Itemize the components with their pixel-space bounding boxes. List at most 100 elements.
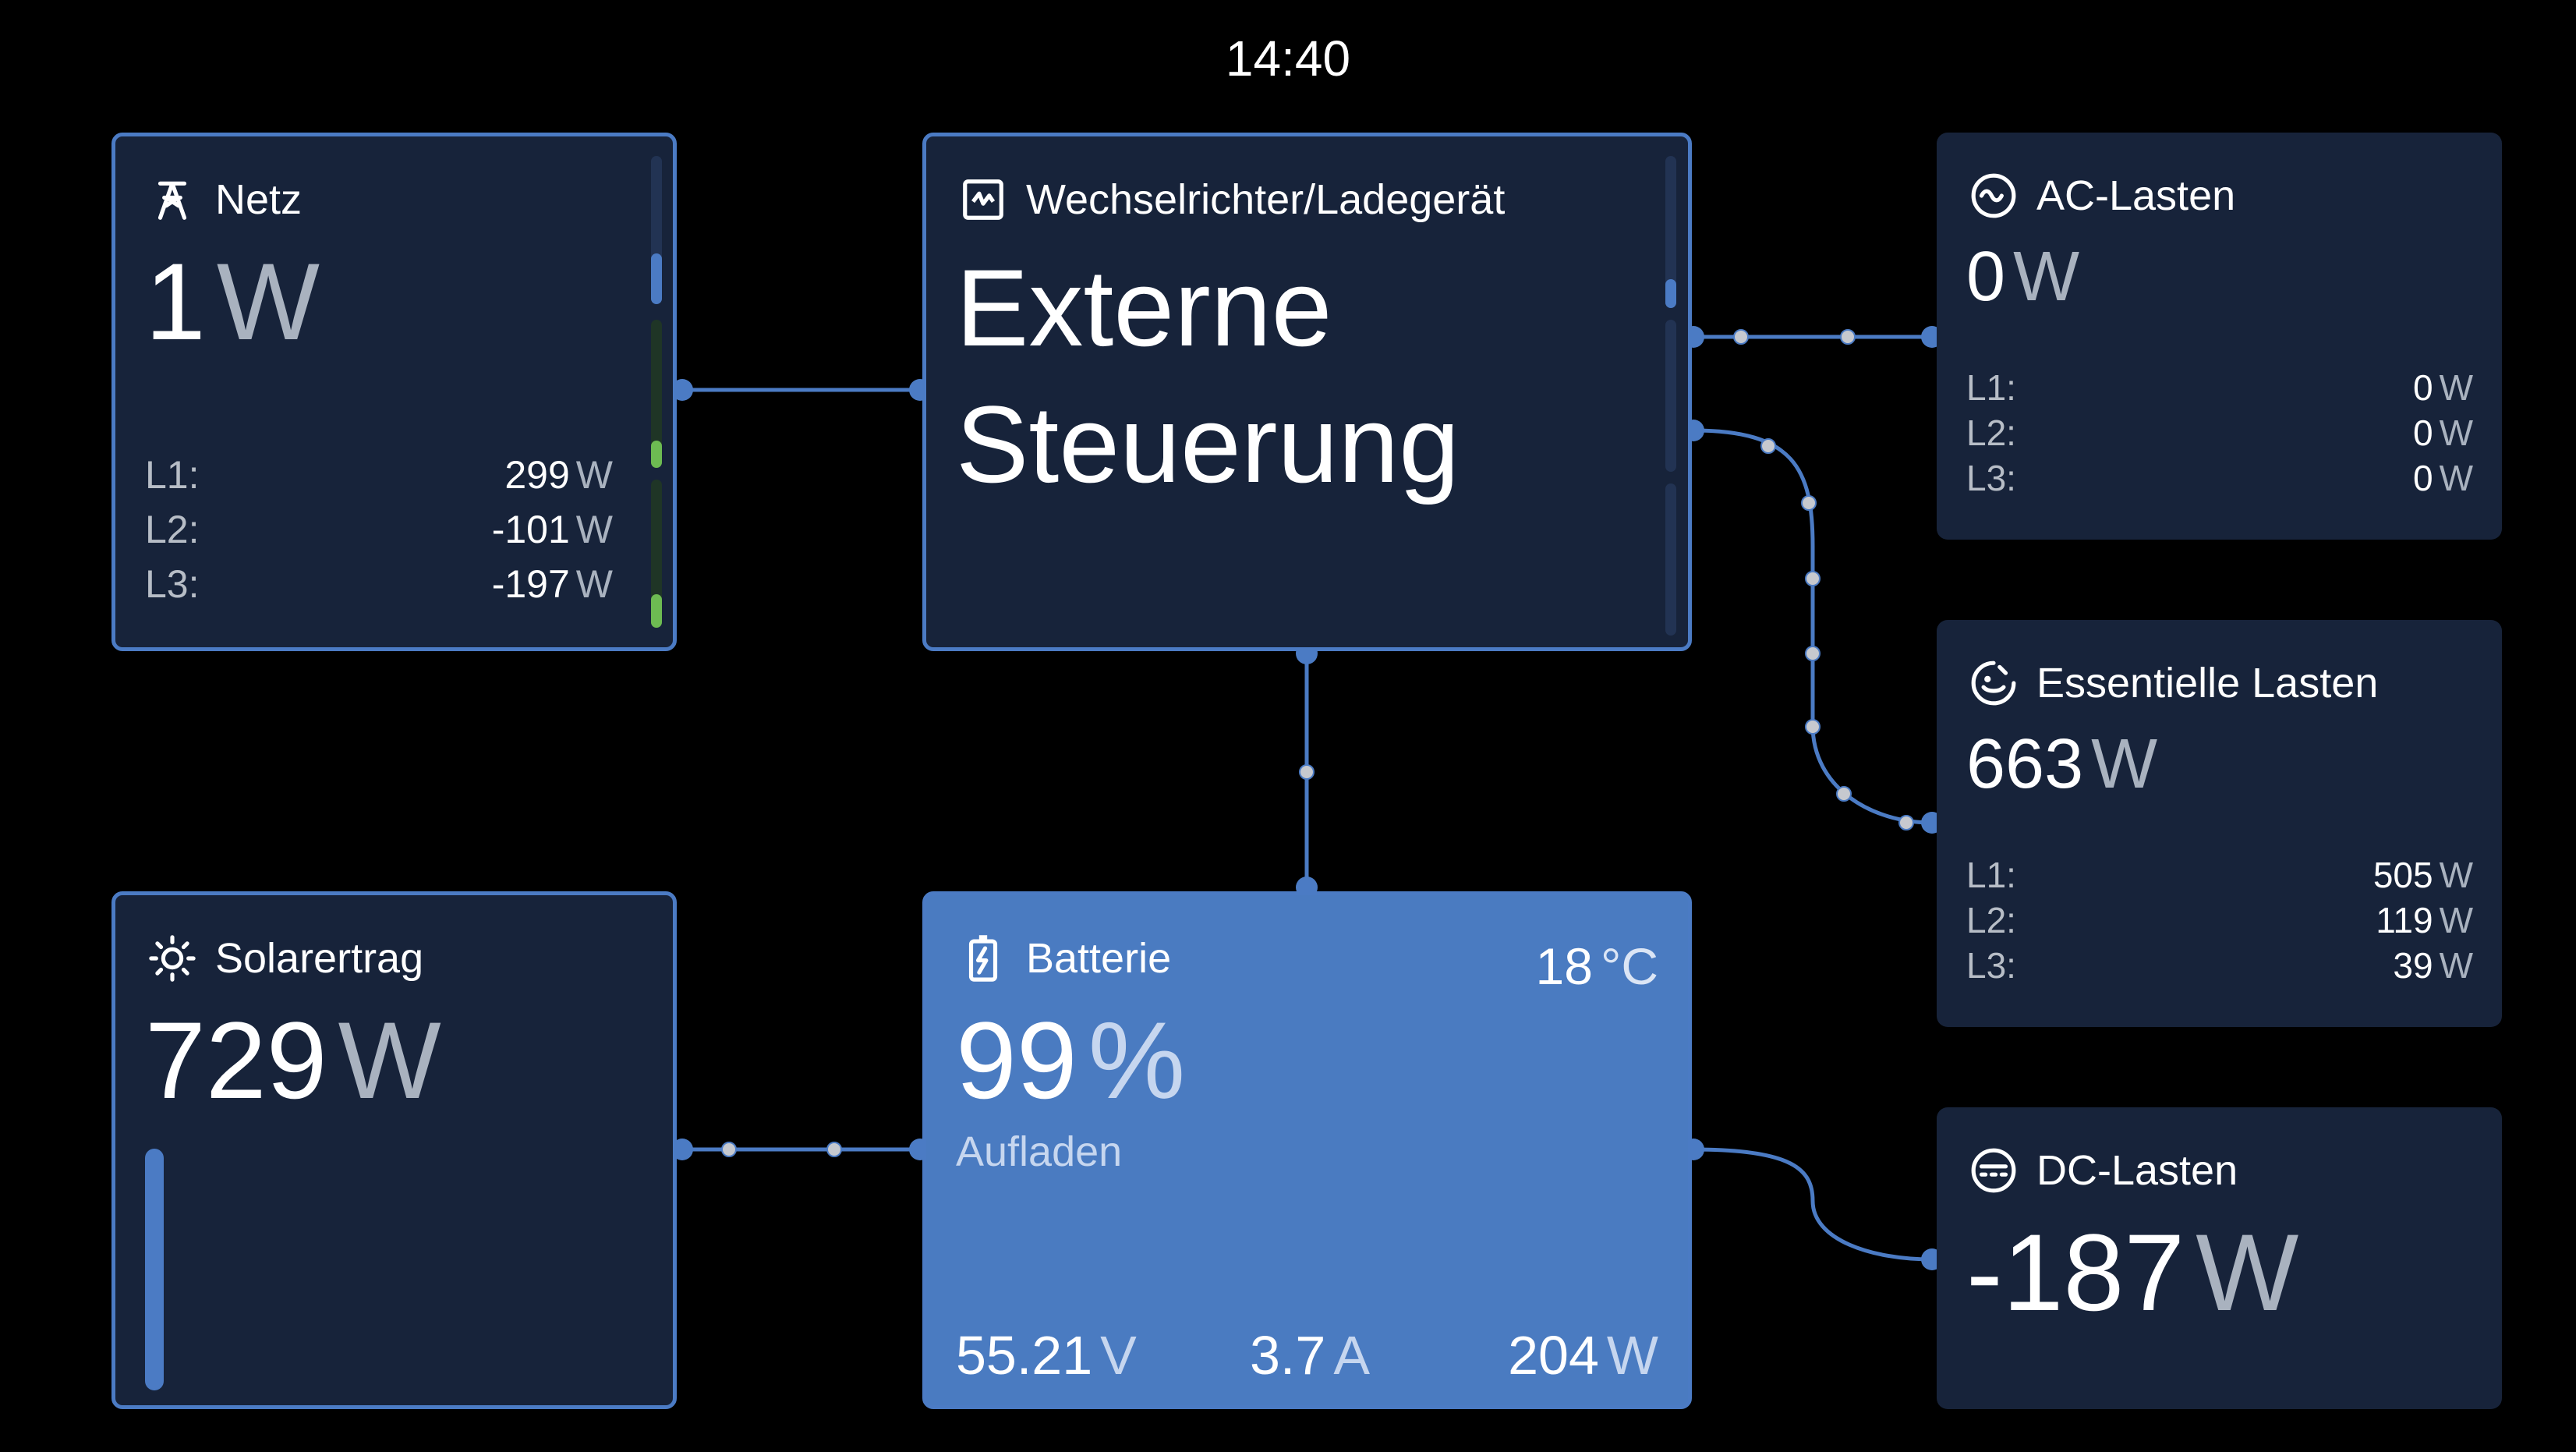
phase-label: L1: xyxy=(145,453,200,497)
phase-value: -197 xyxy=(491,562,570,606)
battery-temperature: 18°C xyxy=(1536,940,1658,992)
phase-value: -101 xyxy=(491,508,570,551)
phase-unit: W xyxy=(575,453,613,497)
phase-value: 0 xyxy=(2412,458,2433,498)
ac-loads-header: AC-Lasten xyxy=(1969,172,2235,220)
dc-loads-title: DC-Lasten xyxy=(2036,1147,2238,1194)
inverter-bar-track-2 xyxy=(1665,320,1676,472)
ac-loads-power-value: 0 xyxy=(1966,238,2006,316)
inverter-title: Wechselrichter/Ladegerät xyxy=(1026,176,1506,223)
phase-label: L3: xyxy=(1966,945,2016,986)
solar-power-bar xyxy=(145,1149,164,1390)
inverter-header: Wechselrichter/Ladegerät xyxy=(959,175,1505,224)
battery-state: Aufladen xyxy=(956,1128,1123,1175)
grid-title: Netz xyxy=(215,176,303,223)
grid-phase-bar-track-3 xyxy=(651,480,662,628)
dc-icon xyxy=(1969,1146,2018,1195)
phase-value: 0 xyxy=(2412,413,2433,453)
essential-loads-power-unit: W xyxy=(2091,725,2158,803)
grid-phase-bar-fill-3 xyxy=(651,594,662,628)
phase-unit: W xyxy=(575,562,613,606)
solar-title: Solarertrag xyxy=(215,935,424,982)
inverter-bar-track-3 xyxy=(1665,483,1676,636)
inverter-bar-track-1 xyxy=(1665,156,1676,308)
battery-temperature-unit: °C xyxy=(1600,937,1658,995)
sun-icon xyxy=(148,934,196,983)
dc-loads-header: DC-Lasten xyxy=(1969,1146,2238,1195)
essential-loads-header: Essentielle Lasten xyxy=(1969,659,2378,707)
solar-power-unit: W xyxy=(338,999,441,1121)
phase-label: L2: xyxy=(1966,413,2016,453)
phase-value: 119 xyxy=(2376,900,2433,940)
essential-loads-power-value: 663 xyxy=(1966,725,2084,803)
battery-temperature-value: 18 xyxy=(1535,937,1593,995)
battery-soc: 99% xyxy=(956,1006,1185,1115)
grid-power-value: 1 xyxy=(145,240,206,363)
phase-unit: W xyxy=(2439,458,2473,498)
phase-unit: W xyxy=(2439,900,2473,940)
power-pylon-icon xyxy=(148,175,196,224)
essential-loads-title: Essentielle Lasten xyxy=(2036,660,2379,707)
ac-loads-title: AC-Lasten xyxy=(2036,172,2236,219)
grid-phase-bar-fill-2 xyxy=(651,441,662,468)
grid-header: Netz xyxy=(148,175,302,224)
ac-loads-power-unit: W xyxy=(2013,238,2080,316)
phase-value: 39 xyxy=(2393,945,2433,986)
inverter-state-line2: Steuerung xyxy=(956,383,1460,505)
battery-title: Batterie xyxy=(1026,935,1172,982)
battery-voltage-value: 55.21 xyxy=(956,1325,1093,1386)
phase-unit: W xyxy=(2439,367,2473,408)
essential-loads-icon xyxy=(1969,659,2018,707)
battery-power-unit: W xyxy=(1606,1325,1658,1386)
phase-unit: W xyxy=(575,508,613,551)
phase-unit: W xyxy=(2439,413,2473,453)
phase-value: 299 xyxy=(504,453,570,497)
grid-phase-bar-fill-1 xyxy=(651,253,662,304)
phase-label: L2: xyxy=(1966,900,2016,940)
grid-phase-bar-track-2 xyxy=(651,320,662,468)
battery-power-value: 204 xyxy=(1508,1325,1599,1386)
ac-sine-icon xyxy=(1969,172,2018,220)
phase-unit: W xyxy=(2439,945,2473,986)
solar-power-value: 729 xyxy=(145,999,327,1121)
phase-unit: W xyxy=(2439,855,2473,895)
phase-label: L1: xyxy=(1966,855,2016,895)
battery-header: Batterie xyxy=(959,934,1171,983)
inverter-bar-fill-1 xyxy=(1665,279,1676,308)
phase-label: L3: xyxy=(1966,458,2016,498)
phase-value: 0 xyxy=(2412,367,2433,408)
battery-charging-icon xyxy=(959,934,1007,983)
battery-soc-unit: % xyxy=(1088,999,1186,1121)
phase-label: L3: xyxy=(145,562,200,606)
solar-header: Solarertrag xyxy=(148,934,423,983)
battery-voltage-unit: V xyxy=(1100,1325,1137,1386)
phase-label: L1: xyxy=(1966,367,2016,408)
battery-current-unit: A xyxy=(1333,1325,1371,1386)
inverter-card[interactable]: Wechselrichter/Ladegerät Externe Steueru… xyxy=(922,133,1692,651)
dc-loads-power-value: -187 xyxy=(1966,1211,2185,1333)
inverter-state-line1: Externe xyxy=(956,246,1332,369)
clock: 14:40 xyxy=(1225,30,1351,87)
battery-soc-value: 99 xyxy=(956,999,1077,1121)
